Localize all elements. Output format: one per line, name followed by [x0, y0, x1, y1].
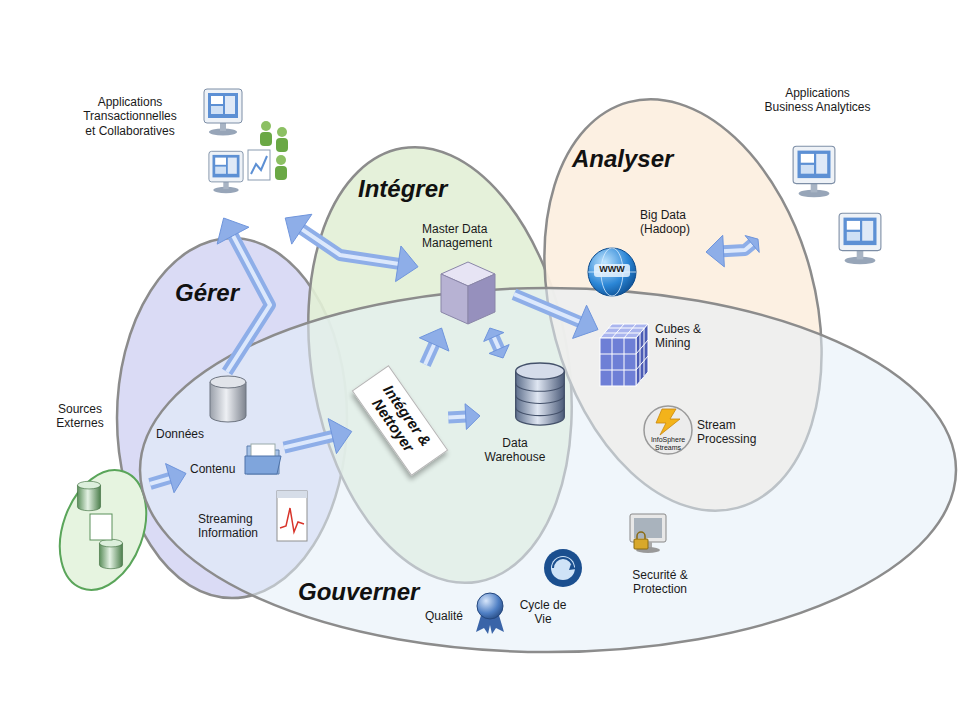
region-heading: Gouverner	[298, 578, 419, 607]
arrow-head	[328, 419, 352, 454]
arrow-shaft	[150, 478, 171, 484]
process-box: Intégrer & Nettoyer	[352, 364, 449, 475]
flow-arrow	[448, 404, 480, 430]
monitor-icon	[839, 213, 881, 264]
governance-item: Cycle de Vie	[516, 548, 586, 631]
data-item: Big Data (Hadoop)	[588, 206, 706, 304]
flow-arrow	[419, 328, 449, 364]
data-item: Cubes & Mining	[598, 318, 714, 390]
node-label: Stream Processing	[697, 418, 769, 447]
arrow-head	[217, 218, 249, 244]
stream-icon	[644, 406, 692, 454]
data-cube-icon	[600, 324, 648, 386]
region-heading: Intégrer	[358, 175, 447, 204]
arrow-highlight	[514, 294, 580, 322]
governance-item: Securité & Protection	[620, 512, 702, 601]
arrow-head	[285, 214, 312, 244]
region-ellipse: DonnéesContenuStreaming Information Gérer	[112, 236, 352, 601]
flow-arrow	[284, 419, 352, 454]
node-label: Cubes & Mining	[655, 322, 710, 351]
arrow-head	[484, 328, 504, 341]
arrow-shaft	[284, 436, 333, 448]
node-label: Securité & Protection	[622, 568, 698, 597]
data-item: Contenu	[186, 438, 284, 480]
arrow-highlight	[448, 415, 466, 420]
arrow-highlight	[150, 478, 171, 484]
node-label: Big Data (Hadoop)	[640, 208, 702, 237]
warehouse-icon	[516, 363, 565, 425]
node-label: Contenu	[190, 462, 235, 476]
arrow-highlight	[301, 229, 399, 264]
region-heading: Analyser	[572, 145, 673, 174]
arrow-head	[706, 235, 724, 267]
application-group: Applications Business Analytices	[758, 85, 893, 280]
people-icon	[248, 121, 288, 180]
icon-label: InfoSphere Streams	[645, 436, 691, 451]
region-ellipse	[117, 238, 347, 598]
region-ellipse	[276, 126, 605, 604]
flow-arrow	[514, 294, 598, 338]
globe-icon	[588, 248, 636, 296]
arrow-head	[489, 345, 509, 358]
arrow-highlight	[284, 436, 333, 448]
node-label: Cycle de Vie	[518, 598, 568, 627]
arrow-shaft	[301, 229, 399, 264]
monitor-icon	[204, 89, 242, 136]
arrow-head	[166, 464, 186, 493]
source-ellipse	[44, 458, 162, 602]
database-icon	[210, 376, 246, 422]
data-item: Master Data Management	[418, 220, 514, 328]
region-ellipse: Big Data (Hadoop) Cubes & MiningStream Pr…	[545, 88, 830, 523]
node-label: Données	[156, 427, 204, 441]
region-heading: Gérer	[175, 279, 239, 308]
flow-arrow	[484, 328, 509, 358]
monitor-icon	[209, 151, 243, 193]
arrow-shaft	[425, 344, 434, 365]
arrow-shaft	[723, 243, 753, 251]
flow-arrow	[285, 214, 418, 281]
flow-arrow	[706, 235, 759, 267]
arrow-head	[573, 305, 598, 338]
arrow-highlight	[425, 344, 434, 365]
node-label: Applications Transactionnelles et Collab…	[78, 95, 182, 138]
document-icon	[90, 514, 112, 540]
node-label: Applications Business Analytices	[760, 86, 875, 115]
node-label: Data Warehouse	[482, 436, 548, 465]
data-item: Streaming Information	[196, 488, 310, 546]
icon-label: WWW	[594, 265, 630, 275]
chart-document-icon	[277, 491, 307, 541]
node-label: Sources Externes	[48, 402, 112, 431]
security-icon	[630, 514, 666, 553]
region-ellipse: Qualité Cycle de Vie Securité & Protection…	[136, 284, 960, 656]
arrow-shaft	[448, 411, 466, 424]
lifecycle-icon	[544, 549, 582, 587]
folder-icon	[245, 444, 281, 474]
node-label: Qualité	[425, 609, 463, 623]
region-ellipse	[501, 68, 865, 542]
node-label: Intégrer & Nettoyer	[362, 376, 437, 464]
arrow-head	[419, 328, 449, 351]
arrow-shaft	[493, 336, 499, 350]
flow-arrow	[150, 464, 186, 493]
application-group: Applications Transactionnelles et Collab…	[78, 88, 300, 218]
arrow-shaft	[514, 294, 580, 322]
database-icon	[77, 481, 100, 510]
arrow-head	[396, 246, 418, 282]
arrow-highlight	[493, 336, 499, 350]
data-item: Data Warehouse	[480, 358, 575, 469]
data-item: Données	[152, 372, 255, 445]
arrow-head	[465, 404, 480, 430]
database-icon	[99, 539, 122, 568]
source-group: Sources Externes	[46, 398, 150, 600]
node-label: Master Data Management	[422, 222, 510, 251]
mdm-cube-icon	[441, 262, 495, 324]
arrow-highlight	[723, 243, 753, 251]
arrow-head	[745, 236, 759, 253]
governance-item: Qualité	[423, 594, 509, 634]
region-ellipse	[140, 288, 956, 652]
region-ellipse: Master Data ManagementIntégrer & Nettoye…	[300, 128, 585, 608]
node-label: Streaming Information	[198, 512, 274, 541]
medal-icon	[476, 593, 504, 634]
monitor-icon	[793, 146, 835, 197]
